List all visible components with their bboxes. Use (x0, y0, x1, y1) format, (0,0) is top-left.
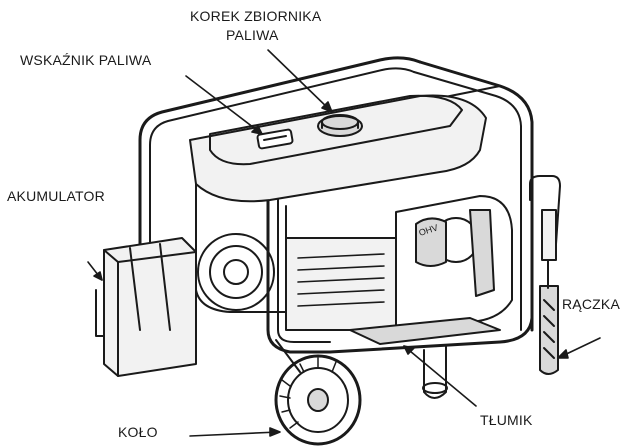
arrow-wheel (189, 431, 279, 437)
label-handle: RĄCZKA (562, 296, 620, 312)
label-battery: AKUMULATOR (7, 188, 105, 204)
control-panel (285, 237, 397, 331)
label-muffler: TŁUMIK (480, 412, 533, 428)
panel-vents (297, 253, 385, 307)
label-wheel: KOŁO (118, 424, 158, 440)
support-leg (423, 345, 447, 399)
battery-icon (103, 237, 197, 377)
label-fuel-cap: KOREK ZBIORNIKA (190, 8, 322, 24)
arrow-fuel-gauge (185, 75, 263, 135)
handle-icon (529, 175, 561, 375)
battery-bracket (95, 289, 105, 337)
fuel-tank-top (209, 94, 463, 166)
muffler-icon (349, 317, 501, 345)
frame-tube-top-right-inner (413, 71, 522, 331)
leader-lines (87, 49, 601, 437)
frame-front-upright-inner (277, 151, 331, 343)
frame-front-upright (266, 148, 332, 354)
alternator-housing (195, 183, 287, 313)
frame-tube-left-inner (149, 67, 415, 331)
frame-bottom-rail (328, 316, 534, 354)
arrow-muffler (403, 345, 477, 407)
fuel-tank (189, 94, 487, 203)
engine-block (395, 195, 513, 331)
label-fuel-gauge: WSKAŹNIK PALIWA (20, 52, 152, 68)
label-fuel-cap-line2: PALIWA (226, 27, 279, 43)
alternator-cover (197, 233, 275, 311)
arrow-fuel-cap (267, 49, 333, 113)
frame-tube-left (138, 56, 422, 332)
wheel-tread (279, 357, 337, 429)
